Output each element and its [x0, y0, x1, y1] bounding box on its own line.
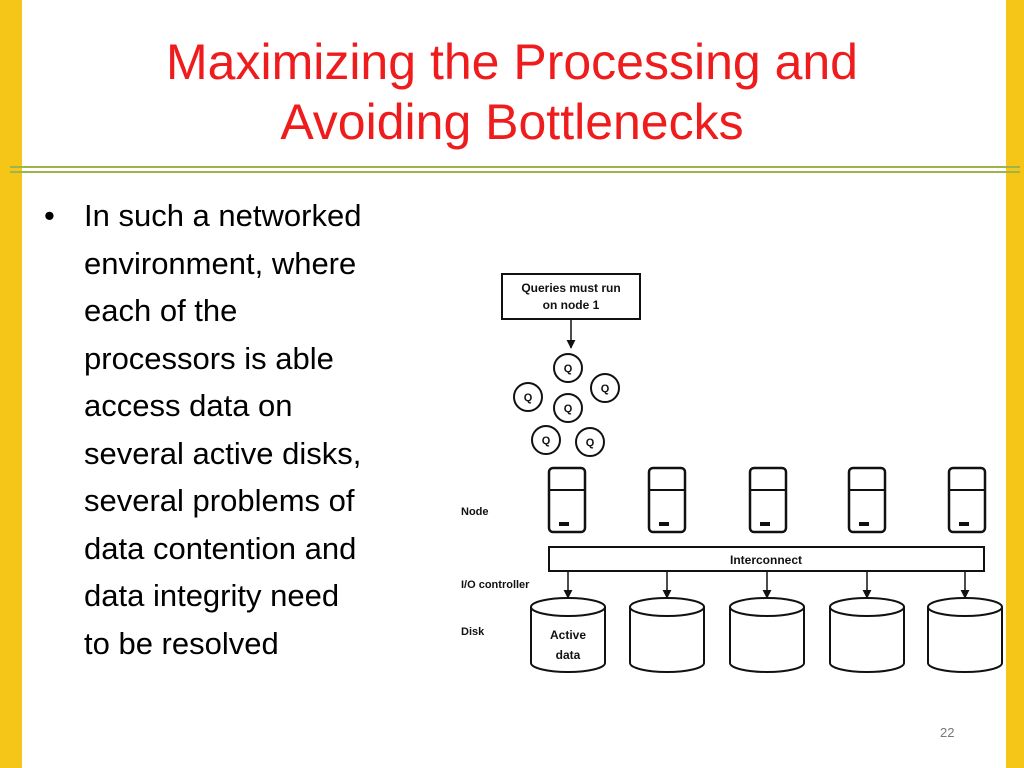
- disk: [829, 597, 905, 673]
- bullet-line: each of the: [84, 293, 238, 328]
- bullet-line: data contention and: [84, 530, 357, 566]
- bullet-line: processors is able: [84, 340, 334, 376]
- node-row: [547, 466, 987, 534]
- node-label: Node: [461, 506, 489, 518]
- io-controller-label: I/O controller: [461, 579, 530, 591]
- query-label: Q: [542, 435, 551, 447]
- bullet-line: data integrity need: [84, 578, 340, 613]
- query-circle: Q: [513, 382, 543, 412]
- query-box: Queries must run on node 1: [501, 273, 641, 320]
- title-line-2: Avoiding Bottlenecks: [280, 94, 744, 150]
- query-circle: Q: [531, 425, 561, 455]
- bullet-line: In such a networked: [84, 198, 362, 233]
- node-computer: [847, 466, 887, 534]
- disk-label: Disk: [461, 626, 485, 638]
- bullet-line: several problems of: [84, 483, 355, 518]
- disk-arrows: [563, 571, 970, 599]
- query-circle: Q: [575, 427, 605, 457]
- disk: [629, 597, 705, 673]
- active-data-disk: Active data: [530, 597, 606, 673]
- shared-disk-diagram: Queries must run on node 1 Q Q Q Q Q Q: [461, 273, 1003, 673]
- slide-title: Maximizing the Processing and Avoiding B…: [0, 32, 1024, 152]
- bullet-line: to be resolved: [84, 625, 279, 661]
- node-computer: [748, 466, 788, 534]
- title-divider-bottom: [10, 171, 1020, 173]
- active-disk-line-2: data: [556, 648, 581, 662]
- interconnect-bar: Interconnect: [548, 546, 985, 572]
- query-circle: Q: [553, 353, 583, 383]
- query-label: Q: [524, 392, 533, 404]
- query-cluster: Q Q Q Q Q Q: [513, 353, 620, 457]
- query-box-line-1: Queries must run: [521, 281, 620, 295]
- bullet-text: In such a networked environment, where e…: [84, 192, 449, 667]
- query-label: Q: [564, 363, 573, 375]
- bullet-line: access data on: [84, 388, 293, 423]
- bullet-dot: •: [44, 198, 55, 233]
- disk: [729, 597, 805, 673]
- disk-row: Active data: [530, 597, 1003, 673]
- bullet-line: several active disks,: [84, 435, 362, 471]
- query-circle: Q: [590, 373, 620, 403]
- query-label: Q: [586, 437, 595, 449]
- page-number: 22: [940, 725, 955, 740]
- interconnect-label: Interconnect: [730, 553, 802, 567]
- node-computer: [947, 466, 987, 534]
- query-label: Q: [564, 403, 573, 415]
- active-disk-line-1: Active: [550, 628, 586, 642]
- bullet-line: environment, where: [84, 245, 357, 281]
- title-line-1: Maximizing the Processing and: [166, 34, 858, 90]
- disk: [927, 597, 1003, 673]
- node-computer: [647, 466, 687, 534]
- query-label: Q: [601, 383, 610, 395]
- title-divider-top: [10, 166, 1020, 168]
- query-circle: Q: [553, 393, 583, 423]
- node-computer: [547, 466, 587, 534]
- query-box-line-2: on node 1: [543, 298, 600, 312]
